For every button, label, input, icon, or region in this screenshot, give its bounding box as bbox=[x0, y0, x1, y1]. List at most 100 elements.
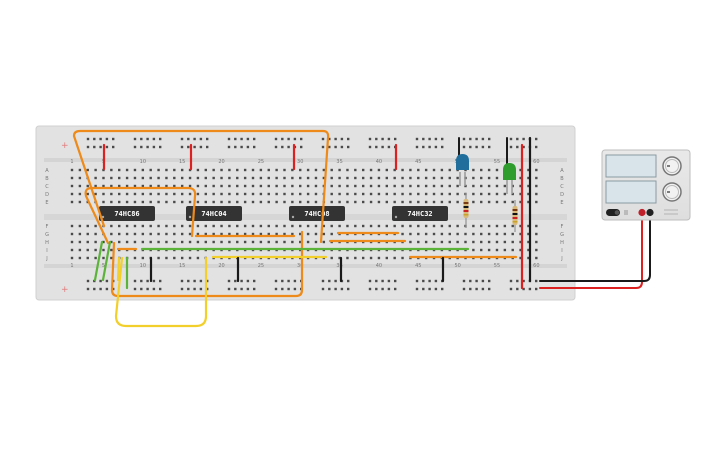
breadboard-hole[interactable] bbox=[385, 184, 388, 188]
breadboard-hole[interactable] bbox=[165, 184, 168, 188]
breadboard-hole[interactable] bbox=[328, 145, 331, 149]
breadboard-hole[interactable] bbox=[187, 287, 190, 291]
breadboard-hole[interactable] bbox=[267, 184, 270, 188]
breadboard-hole[interactable] bbox=[228, 224, 231, 228]
breadboard-hole[interactable] bbox=[488, 137, 491, 141]
breadboard-hole[interactable] bbox=[118, 200, 121, 204]
breadboard-hole[interactable] bbox=[432, 200, 436, 204]
breadboard-hole[interactable] bbox=[141, 240, 145, 244]
breadboard-hole[interactable] bbox=[432, 224, 436, 228]
breadboard-hole[interactable] bbox=[236, 232, 239, 236]
breadboard-hole[interactable] bbox=[133, 184, 137, 188]
led-blue[interactable] bbox=[456, 154, 469, 186]
breadboard-hole[interactable] bbox=[293, 137, 297, 141]
breadboard-hole[interactable] bbox=[472, 184, 475, 188]
breadboard-hole[interactable] bbox=[340, 145, 344, 149]
breadboard-hole[interactable] bbox=[94, 184, 97, 188]
chip-74hc08[interactable]: 74HC08 bbox=[289, 206, 345, 221]
breadboard-hole[interactable] bbox=[340, 137, 344, 141]
breadboard-hole[interactable] bbox=[417, 200, 420, 204]
breadboard-hole[interactable] bbox=[393, 224, 396, 228]
breadboard-hole[interactable] bbox=[519, 184, 522, 188]
breadboard-hole[interactable] bbox=[196, 184, 200, 188]
breadboard-hole[interactable] bbox=[369, 224, 373, 228]
breadboard-hole[interactable] bbox=[118, 232, 121, 236]
breadboard-hole[interactable] bbox=[267, 176, 270, 180]
breadboard-hole[interactable] bbox=[70, 240, 74, 244]
breadboard-hole[interactable] bbox=[385, 176, 388, 180]
breadboard-hole[interactable] bbox=[212, 184, 215, 188]
breadboard-hole[interactable] bbox=[246, 287, 250, 291]
breadboard-hole[interactable] bbox=[267, 192, 270, 196]
breadboard-hole[interactable] bbox=[361, 184, 365, 188]
breadboard-hole[interactable] bbox=[141, 192, 145, 196]
breadboard-hole[interactable] bbox=[93, 137, 96, 141]
breadboard-hole[interactable] bbox=[246, 279, 250, 283]
breadboard-hole[interactable] bbox=[253, 137, 256, 141]
breadboard-hole[interactable] bbox=[487, 224, 491, 228]
breadboard-hole[interactable] bbox=[306, 192, 310, 196]
breadboard-hole[interactable] bbox=[275, 184, 278, 188]
breadboard-hole[interactable] bbox=[234, 287, 237, 291]
breadboard-hole[interactable] bbox=[240, 145, 243, 149]
breadboard-hole[interactable] bbox=[146, 145, 149, 149]
breadboard-hole[interactable] bbox=[259, 240, 263, 244]
breadboard-hole[interactable] bbox=[149, 168, 152, 172]
breadboard-hole[interactable] bbox=[516, 145, 519, 149]
breadboard-hole[interactable] bbox=[527, 248, 530, 252]
breadboard-hole[interactable] bbox=[369, 200, 373, 204]
breadboard-hole[interactable] bbox=[141, 256, 145, 260]
breadboard-hole[interactable] bbox=[440, 240, 444, 244]
breadboard-hole[interactable] bbox=[409, 176, 412, 180]
breadboard-hole[interactable] bbox=[409, 184, 412, 188]
breadboard-hole[interactable] bbox=[481, 287, 485, 291]
breadboard-hole[interactable] bbox=[110, 256, 113, 260]
breadboard-hole[interactable] bbox=[314, 232, 318, 236]
breadboard-hole[interactable] bbox=[394, 137, 397, 141]
breadboard-hole[interactable] bbox=[322, 240, 326, 244]
breadboard-hole[interactable] bbox=[409, 192, 412, 196]
breadboard-hole[interactable] bbox=[480, 232, 483, 236]
breadboard-hole[interactable] bbox=[291, 176, 294, 180]
breadboard-hole[interactable] bbox=[187, 279, 190, 283]
breadboard-hole[interactable] bbox=[206, 279, 209, 283]
breadboard-hole[interactable] bbox=[287, 137, 290, 141]
breadboard-hole[interactable] bbox=[503, 224, 507, 228]
breadboard-hole[interactable] bbox=[361, 200, 365, 204]
breadboard-hole[interactable] bbox=[456, 184, 459, 188]
breadboard-hole[interactable] bbox=[173, 168, 176, 172]
breadboard-hole[interactable] bbox=[187, 145, 190, 149]
breadboard-hole[interactable] bbox=[102, 168, 105, 172]
breadboard-hole[interactable] bbox=[110, 176, 113, 180]
breadboard-hole[interactable] bbox=[251, 240, 255, 244]
breadboard-hole[interactable] bbox=[70, 256, 74, 260]
breadboard-hole[interactable] bbox=[110, 232, 113, 236]
breadboard-hole[interactable] bbox=[86, 232, 89, 236]
breadboard-hole[interactable] bbox=[495, 168, 499, 172]
breadboard-hole[interactable] bbox=[306, 176, 310, 180]
breadboard-hole[interactable] bbox=[287, 287, 290, 291]
breadboard-hole[interactable] bbox=[70, 176, 74, 180]
breadboard-hole[interactable] bbox=[535, 248, 538, 252]
breadboard-hole[interactable] bbox=[188, 232, 192, 236]
breadboard-hole[interactable] bbox=[448, 184, 451, 188]
breadboard-hole[interactable] bbox=[234, 145, 237, 149]
breadboard-hole[interactable] bbox=[112, 137, 115, 141]
breadboard-hole[interactable] bbox=[535, 279, 538, 283]
breadboard-hole[interactable] bbox=[274, 137, 278, 141]
breadboard-hole[interactable] bbox=[415, 279, 419, 283]
breadboard-hole[interactable] bbox=[334, 287, 337, 291]
breadboard-hole[interactable] bbox=[527, 176, 530, 180]
breadboard-hole[interactable] bbox=[293, 279, 297, 283]
terminal-negative[interactable] bbox=[646, 208, 654, 217]
breadboard-hole[interactable] bbox=[456, 232, 459, 236]
breadboard-hole[interactable] bbox=[511, 248, 514, 252]
breadboard-hole[interactable] bbox=[322, 232, 326, 236]
breadboard-hole[interactable] bbox=[283, 184, 286, 188]
breadboard-hole[interactable] bbox=[159, 137, 162, 141]
breadboard-hole[interactable] bbox=[227, 145, 231, 149]
breadboard-hole[interactable] bbox=[387, 145, 391, 149]
breadboard-hole[interactable] bbox=[299, 224, 302, 228]
breadboard-hole[interactable] bbox=[338, 224, 341, 228]
breadboard-hole[interactable] bbox=[511, 232, 514, 236]
